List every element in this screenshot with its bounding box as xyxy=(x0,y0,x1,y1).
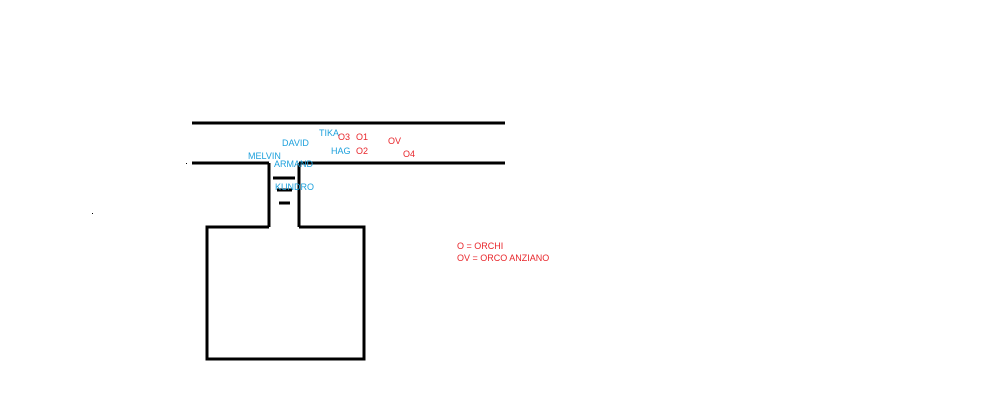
stray-dot xyxy=(186,163,187,164)
hero-label-melvin: MELVIN xyxy=(248,151,281,161)
legend-item-orco-anziano: OV = ORCO ANZIANO xyxy=(457,253,550,263)
orc-label-ov: OV xyxy=(388,136,402,146)
hero-label-armand: ARMAND xyxy=(274,159,314,169)
hero-label-tika: TIKA xyxy=(319,128,340,138)
hero-label-hag: HAG xyxy=(331,146,351,156)
orc-label-o4: O4 xyxy=(403,149,416,159)
orc-label-o3: O3 xyxy=(338,132,351,142)
room-outline xyxy=(205,225,366,361)
stray-dot xyxy=(92,213,93,214)
hero-label-david: DAVID xyxy=(282,138,309,148)
legend: O = ORCHI OV = ORCO ANZIANO xyxy=(457,240,549,264)
legend-item-orchi: O = ORCHI xyxy=(457,241,504,251)
orc-label-o1: O1 xyxy=(356,132,369,142)
orc-label-o2: O2 xyxy=(356,146,369,156)
hero-label-kundro: KUNDRO xyxy=(275,182,315,192)
